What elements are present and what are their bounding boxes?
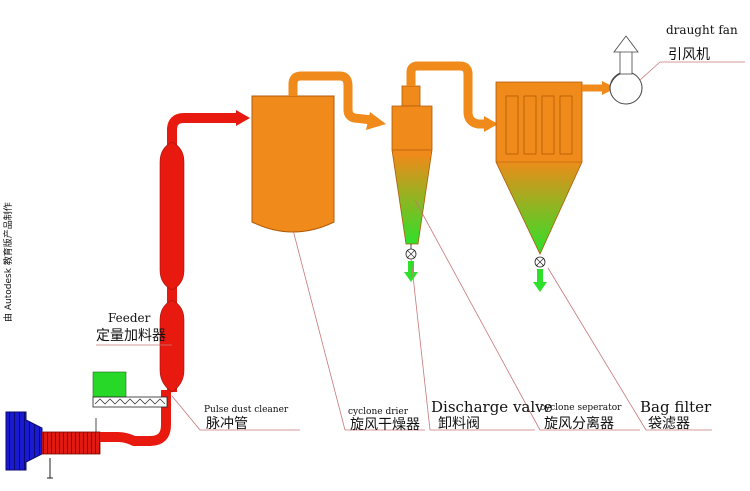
svg-text:Pulse dust cleaner: Pulse dust cleaner bbox=[204, 405, 289, 415]
draught-fan bbox=[609, 35, 643, 105]
svg-text:旋风分离器: 旋风分离器 bbox=[544, 415, 614, 432]
cyclone-drier bbox=[251, 71, 386, 233]
label-draught-fan: draught fan 引风机 bbox=[666, 23, 738, 63]
label-bag-filter: Bag filter 袋滤器 bbox=[640, 398, 712, 432]
svg-text:cyclone drier: cyclone drier bbox=[348, 407, 409, 417]
svg-text:袋滤器: 袋滤器 bbox=[648, 416, 690, 432]
label-discharge-valve: Discharge valve 卸料阀 bbox=[431, 398, 553, 432]
svg-text:draught fan: draught fan bbox=[666, 23, 738, 37]
label-cyclone-drier: cyclone drier 旋风干燥器 bbox=[348, 407, 420, 433]
svg-text:旋风干燥器: 旋风干燥器 bbox=[350, 417, 420, 433]
cyclone-separator bbox=[391, 61, 498, 282]
svg-text:脉冲管: 脉冲管 bbox=[206, 416, 248, 432]
bag-filter bbox=[495, 81, 616, 292]
watermark-text: 由 Autodesk 教育版产品制作 bbox=[2, 202, 14, 322]
svg-text:Bag filter: Bag filter bbox=[640, 398, 712, 416]
label-feeder: Feeder 定量加料器 bbox=[96, 311, 166, 344]
svg-text:卸料阀: 卸料阀 bbox=[438, 416, 480, 432]
svg-text:Discharge valve: Discharge valve bbox=[431, 398, 553, 416]
feeder bbox=[92, 371, 168, 408]
svg-text:Feeder: Feeder bbox=[108, 311, 151, 325]
svg-text:定量加料器: 定量加料器 bbox=[96, 328, 166, 344]
label-cyclone-separator: cyclone seperator 旋风分离器 bbox=[540, 403, 622, 432]
leader-lines bbox=[96, 61, 745, 431]
heating-pipe bbox=[41, 418, 101, 455]
svg-text:cyclone seperator: cyclone seperator bbox=[540, 403, 622, 413]
label-pulse-dust-cleaner: Pulse dust cleaner 脉冲管 bbox=[204, 405, 289, 432]
svg-text:引风机: 引风机 bbox=[668, 47, 710, 63]
conveying-pipe-red bbox=[100, 110, 250, 446]
